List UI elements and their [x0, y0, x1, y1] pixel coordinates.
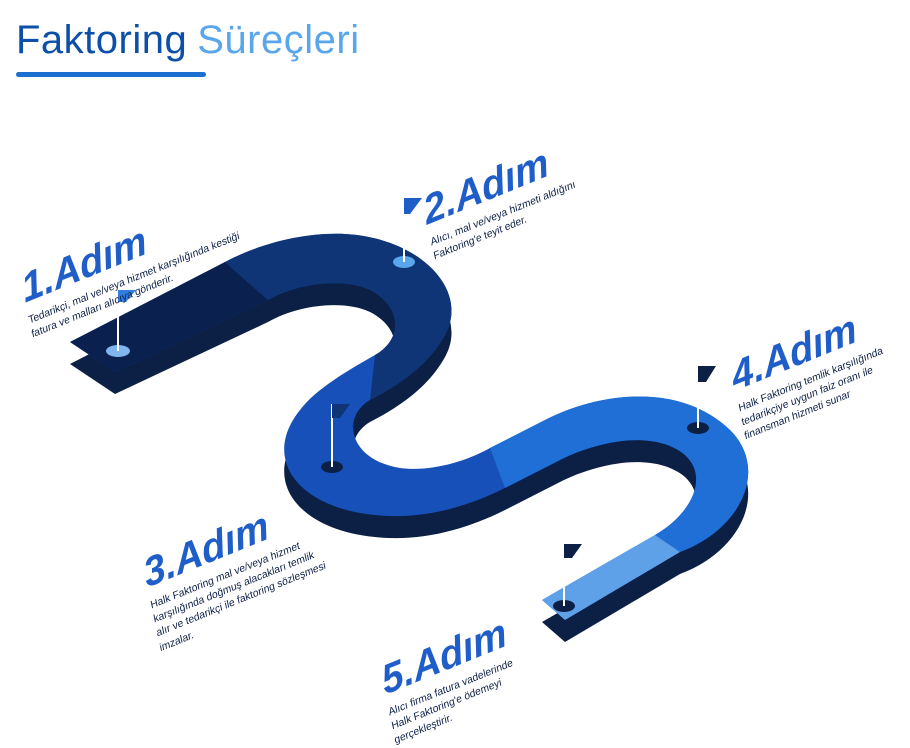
road-segment-2	[225, 233, 452, 400]
road-surface	[70, 233, 749, 620]
flag-step-4	[687, 366, 716, 434]
road-segment-1	[70, 262, 268, 372]
road-segment-4	[490, 396, 749, 552]
flag-step-1	[106, 290, 136, 357]
title-part-surecleri: Süreçleri	[197, 18, 360, 62]
title-underline	[16, 72, 206, 77]
flag-icon-4	[698, 366, 716, 382]
flag-icon-3	[332, 404, 350, 418]
road-segment-5	[542, 535, 680, 620]
flag-step-2	[393, 198, 422, 268]
flag-step-3	[321, 404, 350, 473]
flag-step-5	[553, 544, 582, 612]
title-part-faktoring: Faktoring	[16, 18, 188, 62]
flag-icon-1	[118, 290, 136, 302]
flag-icon-5	[564, 544, 582, 558]
flag-icon-2	[404, 198, 422, 214]
s-road-diagram	[70, 198, 749, 642]
